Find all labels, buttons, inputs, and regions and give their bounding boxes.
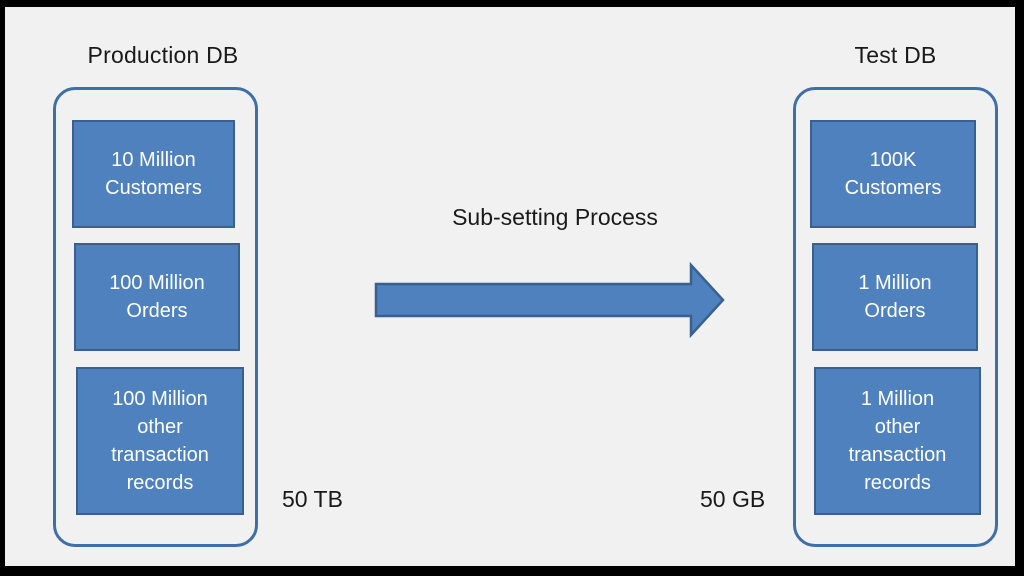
right-arrow-icon	[374, 262, 725, 338]
test-db-container: 100K Customers 1 Million Orders 1 Millio…	[793, 87, 998, 547]
test-table-box-customers[interactable]: 100K Customers	[810, 120, 976, 228]
production-db-title: Production DB	[87, 42, 239, 68]
production-table-box-customers[interactable]: 10 Million Customers	[72, 120, 235, 228]
test-db-size-caption: 50 GB	[700, 486, 766, 512]
test-db-title: Test DB	[854, 42, 937, 68]
production-table-box-transaction-records[interactable]: 100 Million other transaction records	[76, 367, 244, 515]
production-db-container: 10 Million Customers 100 Million Orders …	[53, 87, 258, 547]
production-db-size-caption: 50 TB	[282, 486, 343, 512]
production-table-box-orders[interactable]: 100 Million Orders	[74, 243, 240, 351]
sub-setting-process-label: Sub-setting Process	[452, 204, 658, 230]
test-table-box-transaction-records[interactable]: 1 Million other transaction records	[814, 367, 981, 515]
production-db-group: Production DB 10 Million Customers 100 M…	[48, 7, 278, 566]
test-db-group: Test DB 100K Customers 1 Million Orders …	[788, 7, 1003, 566]
diagram-canvas: Production DB 10 Million Customers 100 M…	[5, 7, 1015, 566]
test-table-box-orders[interactable]: 1 Million Orders	[812, 243, 978, 351]
